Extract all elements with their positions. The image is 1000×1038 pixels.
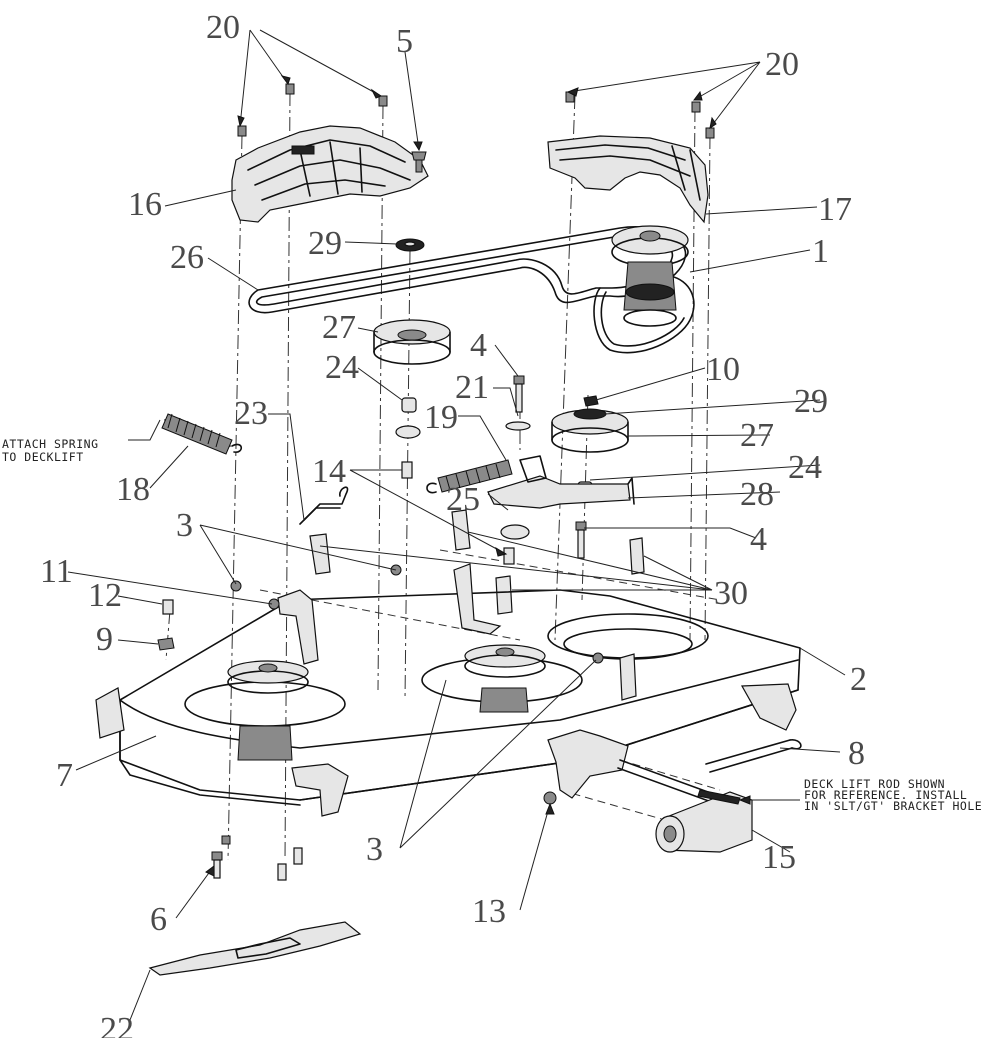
callout-29: 29 (308, 225, 342, 262)
callout-8: 8 (848, 735, 865, 772)
callout-3: 3 (366, 831, 383, 868)
deck-spindles (227, 644, 546, 761)
spindle-assembly-right (611, 225, 689, 327)
callout-23: 23 (234, 395, 268, 432)
extension-spring-idler (426, 459, 513, 494)
callout-3: 3 (176, 507, 193, 544)
callout-20: 20 (765, 46, 799, 83)
callout-27: 27 (322, 309, 356, 346)
callout-9: 9 (96, 621, 113, 658)
callout-30: 30 (714, 575, 748, 612)
callout-26: 26 (170, 239, 204, 276)
idler-arm (487, 455, 635, 509)
deck-rod-hook (299, 486, 349, 525)
callout-11: 11 (40, 553, 73, 590)
callout-4: 4 (470, 327, 487, 364)
callout-18: 18 (116, 471, 150, 508)
misc-hardware (157, 564, 604, 805)
blade-bolts (211, 835, 303, 881)
callout-25: 25 (446, 481, 480, 518)
callout-17: 17 (818, 191, 852, 228)
callout-14: 14 (312, 453, 346, 490)
mower-deck-shell (95, 589, 801, 806)
deck-baffles (309, 509, 645, 615)
idler-pulley-right (551, 408, 629, 453)
callout-24: 24 (788, 449, 822, 486)
belt-cover-left (231, 125, 429, 223)
callout-28: 28 (740, 476, 774, 513)
callout-labels: 20 5 20 16 17 29 26 1 27 24 4 10 21 29 2… (40, 9, 867, 1038)
note-lift-rod-line-1: DECK LIFT ROD SHOWN (804, 777, 945, 791)
callout-27: 27 (740, 417, 774, 454)
bushings (395, 397, 593, 565)
callout-7: 7 (56, 757, 73, 794)
note-spring-line-1: ATTACH SPRING (2, 437, 99, 451)
deck-lift-assembly (547, 729, 802, 853)
leader-arrowheads (205, 75, 751, 877)
callout-19: 19 (424, 399, 458, 436)
mower-blade (148, 921, 362, 976)
assembly-notes: ATTACH SPRING TO DECKLIFT DECK LIFT ROD … (2, 437, 982, 813)
deck-brackets (277, 563, 637, 817)
callout-20: 20 (206, 9, 240, 46)
callout-1: 1 (812, 233, 829, 270)
note-lift-rod-line-3: IN 'SLT/GT' BRACKET HOLE (804, 799, 982, 813)
callout-4: 4 (750, 521, 767, 558)
callout-29: 29 (794, 383, 828, 420)
callout-24: 24 (325, 349, 359, 386)
leader-lines (67, 29, 846, 1021)
callout-5: 5 (396, 23, 413, 60)
callout-15: 15 (762, 839, 796, 876)
idler-pulley-left (373, 319, 451, 365)
callout-6: 6 (150, 901, 167, 938)
callout-21: 21 (455, 369, 489, 406)
callout-10: 10 (706, 351, 740, 388)
callout-2: 2 (850, 661, 867, 698)
callout-16: 16 (128, 186, 162, 223)
note-spring-line-2: TO DECKLIFT (2, 450, 84, 464)
extension-spring-deck-lift (161, 413, 243, 455)
callout-12: 12 (88, 577, 122, 614)
idler-hardware (505, 375, 599, 559)
idler-bearing-top (395, 238, 425, 252)
callout-13: 13 (472, 893, 506, 930)
belt-cover-right (547, 135, 709, 224)
callout-22: 22 (100, 1011, 134, 1038)
note-lift-rod-line-2: FOR REFERENCE. INSTALL (804, 788, 967, 802)
